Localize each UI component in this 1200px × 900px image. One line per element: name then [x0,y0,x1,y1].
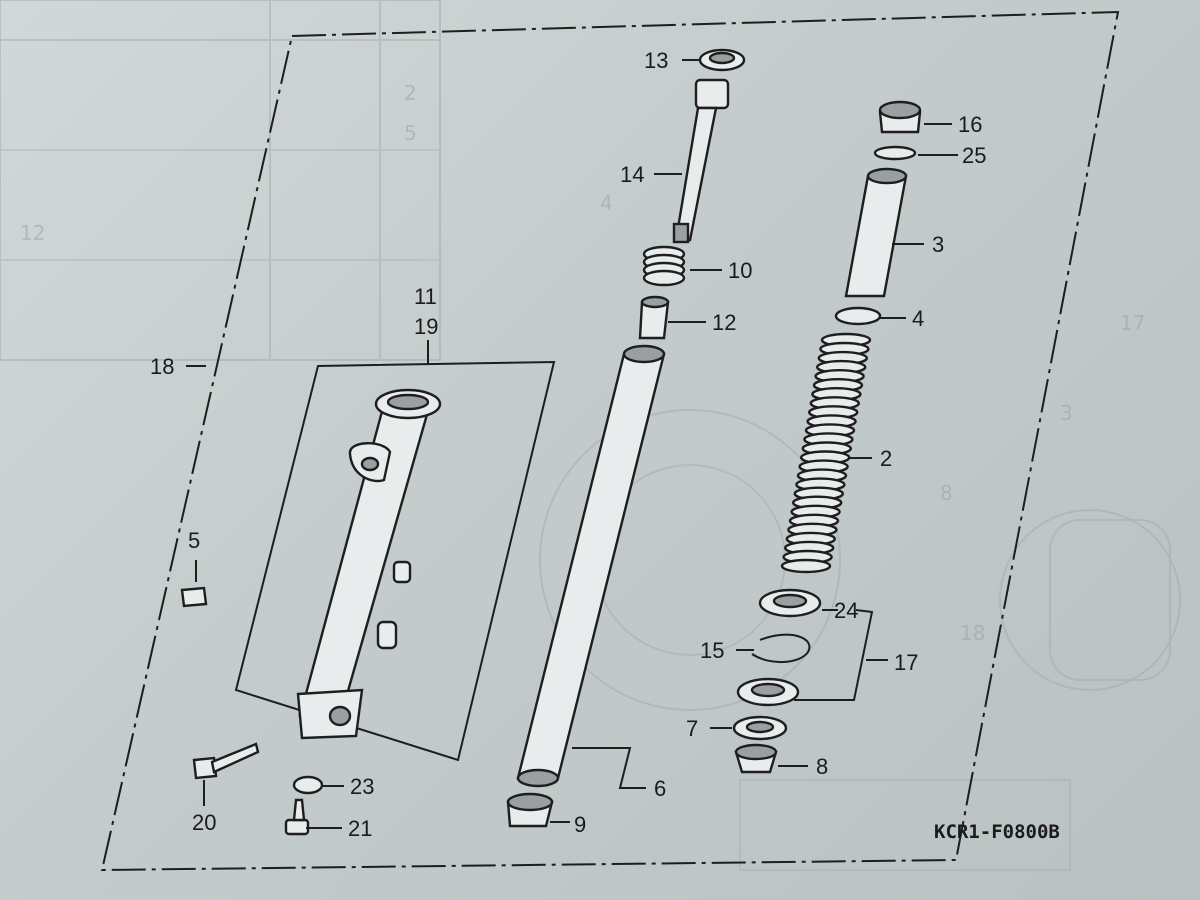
callout-5: 5 [188,528,200,553]
part-13-cap [698,48,746,72]
callout-3: 3 [932,232,944,257]
bg-text: 2 [404,81,417,105]
bg-text: 4 [600,191,613,215]
callout-12: 12 [712,310,736,335]
part-17-oil-seal [736,677,800,707]
callout-18: 18 [150,354,174,379]
outer-frame [100,10,1120,872]
part-10-spring [642,245,686,287]
part-8-bushing [734,743,778,774]
callout-10: 10 [728,258,752,283]
callout-14: 14 [620,162,644,187]
part-12-piece [638,295,670,340]
callout-16: 16 [958,112,982,137]
callout-2: 2 [880,446,892,471]
part-3-spacer [844,167,908,298]
part-24-ring [758,588,822,618]
callout-20: 20 [192,810,216,835]
bg-text: 5 [404,121,417,145]
callout-23: 23 [350,774,374,799]
background-print: 2 5 3 4 8 12 17 18 [0,0,1181,871]
part-20-bolt [192,742,260,780]
callout-15: 15 [700,638,724,663]
part-25-o-ring [873,145,917,161]
part-4-washer [834,306,882,326]
part-16-fork-bolt [878,100,922,134]
part-5-clip [180,586,208,608]
part-7-washer [732,715,788,741]
part-15-circlip [751,633,811,664]
callout-6: 6 [654,776,666,801]
callout-labels: 13 14 10 12 16 25 3 4 2 11 19 18 5 24 15… [150,48,986,841]
callout-8: 8 [816,754,828,779]
callout-4: 4 [912,306,924,331]
callout-17: 17 [894,650,918,675]
part-21-screw [284,798,310,836]
callout-24: 24 [834,598,858,623]
bg-text: 3 [1060,401,1073,425]
part-14-damper-rod [672,78,730,244]
leader-lines [186,59,958,829]
callout-19: 19 [414,314,438,339]
part-6-fork-tube [516,344,666,788]
bg-text: 18 [960,621,985,645]
bg-text: 12 [20,221,45,245]
spring-coil [780,558,832,574]
callout-7: 7 [686,716,698,741]
part-2-fork-spring [780,332,872,574]
part-23-washer [292,775,324,795]
part-9-bushing [506,792,554,828]
callout-9: 9 [574,812,586,837]
callout-25: 25 [962,143,986,168]
slider-frame [234,360,556,762]
diagram-code: KCR1-F0800B [934,821,1060,843]
callout-13: 13 [644,48,668,73]
callout-11: 11 [414,284,437,309]
callout-21: 21 [348,816,372,841]
bg-text: 8 [940,481,953,505]
bg-text: 17 [1120,311,1145,335]
part-11-fork-slider [296,388,442,740]
